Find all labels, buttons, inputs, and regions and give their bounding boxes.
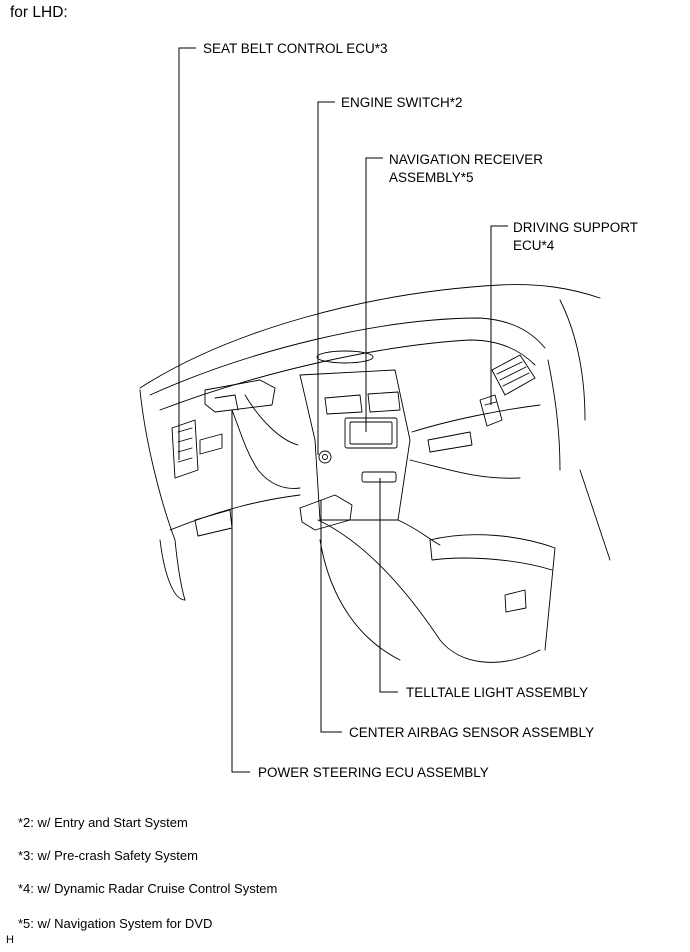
label-driving-support-line1: DRIVING SUPPORT bbox=[513, 220, 639, 235]
center-console bbox=[317, 519, 541, 663]
label-telltale-light: TELLTALE LIGHT ASSEMBLY bbox=[406, 685, 589, 700]
diagram-heading: for LHD: bbox=[10, 4, 68, 21]
corner-mark: H bbox=[6, 934, 14, 946]
steering-column bbox=[231, 409, 301, 489]
navigation-screen bbox=[344, 417, 398, 449]
label-engine-switch: ENGINE SWITCH*2 bbox=[341, 95, 463, 110]
windshield-line bbox=[139, 284, 601, 389]
seat-belt-ecu bbox=[204, 379, 276, 413]
label-driving-support-line2: ECU*4 bbox=[513, 238, 555, 253]
defroster-vent bbox=[316, 350, 374, 364]
leader-engine-switch bbox=[317, 101, 335, 455]
right-vent bbox=[491, 354, 536, 396]
footnote-5: *5: w/ Navigation System for DVD bbox=[18, 916, 213, 931]
left-vent bbox=[171, 419, 199, 479]
leader-driving-support bbox=[490, 225, 508, 405]
footnote-2: *2: w/ Entry and Start System bbox=[18, 815, 188, 830]
label-power-steering-ecu: POWER STEERING ECU ASSEMBLY bbox=[258, 765, 489, 780]
leader-telltale bbox=[379, 478, 398, 693]
dash-top-line bbox=[149, 317, 546, 396]
label-navigation-line1: NAVIGATION RECEIVER bbox=[389, 152, 544, 167]
footnote-4: *4: w/ Dynamic Radar Cruise Control Syst… bbox=[18, 881, 278, 896]
leader-power-steering bbox=[231, 410, 250, 773]
label-seat-belt-ecu: SEAT BELT CONTROL ECU*3 bbox=[203, 41, 388, 56]
leader-center-airbag bbox=[320, 500, 342, 733]
dash-edge-line bbox=[159, 339, 536, 411]
label-navigation-line2: ASSEMBLY*5 bbox=[389, 170, 474, 185]
driving-support-ecu bbox=[479, 394, 503, 427]
footnote-3: *3: w/ Pre-crash Safety System bbox=[18, 848, 198, 863]
telltale-panel bbox=[361, 471, 397, 483]
leader-seat-belt bbox=[178, 47, 196, 460]
engine-switch bbox=[318, 450, 332, 464]
center-airbag-sensor bbox=[299, 494, 353, 531]
label-center-airbag-sensor: CENTER AIRBAG SENSOR ASSEMBLY bbox=[349, 725, 595, 740]
leader-navigation bbox=[365, 157, 383, 432]
